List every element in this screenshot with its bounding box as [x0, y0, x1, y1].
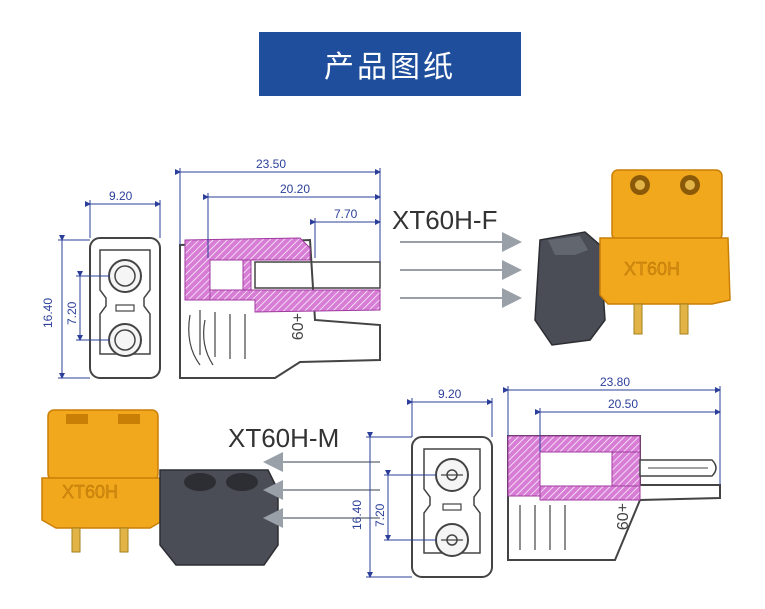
male-model-label: XT60H-M — [228, 423, 340, 453]
male-mid-dim: 20.50 — [608, 397, 639, 411]
male-polarity-text: +09 — [613, 503, 630, 530]
female-housing-text: XT60H — [624, 259, 680, 279]
male-connector-image: XT60H — [41, 409, 165, 553]
title-text: 产品图纸 — [324, 50, 456, 85]
male-front-view — [411, 436, 493, 578]
female-mid-dim: 20.20 — [280, 182, 311, 196]
male-overall-dim: 23.80 — [600, 375, 631, 389]
title-banner: 产品图纸 — [259, 32, 521, 96]
female-width-dim: 9.20 — [109, 189, 133, 203]
female-polarity-text: +09 — [288, 313, 305, 340]
female-connector-image: XT60H — [599, 169, 731, 335]
female-overall-dim: 23.50 — [256, 157, 287, 171]
female-pitch-dim: 7.20 — [65, 301, 79, 325]
male-width-dim: 9.20 — [438, 387, 462, 401]
female-side-dimensions — [175, 168, 381, 262]
female-front-view — [89, 237, 161, 379]
male-housing-text: XT60H — [62, 482, 118, 502]
female-boot-image — [534, 231, 606, 346]
female-front-dimensions — [58, 200, 161, 379]
female-height-dim: 16.40 — [41, 297, 55, 328]
male-arrows — [263, 452, 380, 528]
female-arrows — [400, 232, 522, 308]
female-short-dim: 7.70 — [334, 207, 358, 221]
male-side-dimensions — [503, 386, 721, 485]
male-height-dim: 16.40 — [350, 499, 364, 530]
male-boot-image — [159, 469, 279, 566]
male-side-view — [507, 435, 721, 561]
female-model-label: XT60H-F — [392, 205, 498, 235]
female-side-view — [179, 237, 381, 379]
male-pitch-dim: 7.20 — [373, 503, 387, 527]
male-front-dimensions — [366, 398, 493, 578]
